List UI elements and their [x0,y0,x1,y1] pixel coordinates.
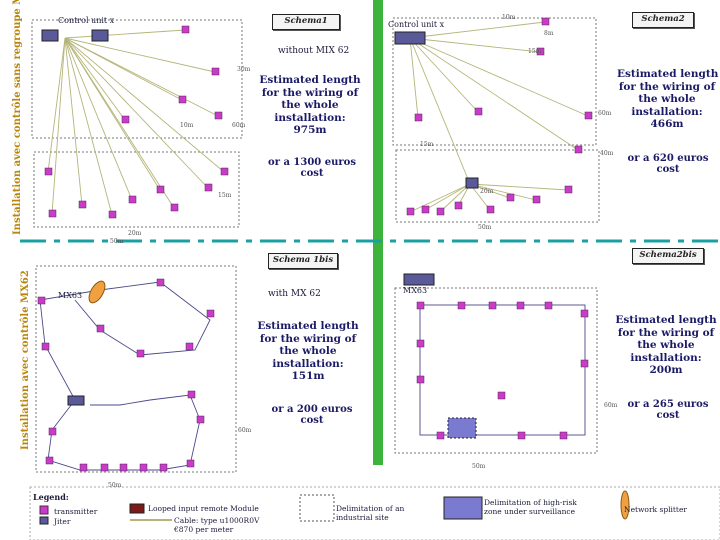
schema2bis-loops [419,304,586,436]
legend-site-icon [299,494,335,522]
legend-jiter-icon [39,516,49,525]
schema2bis-title: Schema2bis [632,248,704,264]
schema2-hub [465,177,479,189]
side-label-top: Installation avec contrôle sans regroupe… [12,0,23,235]
schema2-dim-10: 10m [502,14,516,21]
schema2-devices [406,17,593,216]
schema2-title: Schema2 [632,12,694,28]
legend-module-icon [129,503,145,514]
schema1-title: Schema1 [272,14,340,30]
schema2-dim-8: 8m [544,30,554,37]
schema2-cables [409,21,589,213]
schema1bis-subtitle: with MX 62 [268,289,321,299]
schema1bis-title: Schema 1bis [268,253,338,269]
schema2-dim-15b: 15m [420,141,434,148]
schema2-control-label: Control unit x [388,20,445,29]
schema1-dim-60: 60m [232,122,246,129]
schema1bis-module [67,395,85,406]
schema2-site-top [392,17,597,146]
schema2bis-dim-50: 50m [472,463,486,470]
schema1-dim-30: 30m [237,66,251,73]
schema1bis-splitter [88,280,106,304]
schema1bis-dim-50: 50m [108,482,122,489]
schema1-control-label: Control unit x [58,16,115,25]
schema1-dim-15: 15m [218,192,232,199]
schema1-cables [47,29,225,216]
legend-transmitter-label: transmitter [54,507,98,516]
legend-splitter-icon [620,490,630,520]
schema2-dim-50: 50m [478,224,492,231]
schema2-site-bottom [395,149,600,223]
schema2-dim-60: 60m [598,110,612,117]
schema1-site-top [31,19,243,139]
legend-module-label: Looped input remote Module [148,504,259,513]
schema1bis-devices [37,278,215,472]
legend-jiter-label: Jiter [54,517,71,526]
schema1bis-loops [39,281,211,471]
legend-title: Legend: [33,492,69,502]
vertical-divider [373,0,383,465]
legend-frame [29,486,720,540]
schema2bis-site [394,287,598,454]
schema1-dim-10: 10m [180,122,194,129]
schema1bis-dim-60: 60m [238,427,252,434]
legend-splitter-label: Network splitter [624,505,687,514]
side-label-bottom: Installation avec contrôle MX62 [20,270,31,450]
schema2-dim-40: 40m [600,150,614,157]
schema2bis-devices [416,301,589,440]
schema1bis-mx-label: MX63 [58,291,83,300]
legend-zone-icon [443,496,483,520]
schema1-control-unit-a [41,29,59,42]
schema2bis-mx-label: MX63 [403,286,428,295]
legend-transmitter-icon [39,505,49,515]
schema1-subtitle: without MIX 62 [278,46,350,56]
schema2bis-control [403,273,435,286]
schema1-devices [44,25,229,219]
legend-cable-label: Cable: type u1000R0V€870 per meter [174,516,260,534]
schema2bis-zone [447,417,477,439]
schema1-dim-20: 20m [128,230,142,237]
schema1bis-site [35,265,237,473]
schema2-control-unit [394,31,426,45]
schema1-control-unit-b [91,29,109,42]
schema2bis-dim-60: 60m [604,402,618,409]
schema2-dim-15a: 15m [528,48,542,55]
schema2-dim-20: 20m [480,188,494,195]
schema1-dim-50: 50m [110,238,124,245]
